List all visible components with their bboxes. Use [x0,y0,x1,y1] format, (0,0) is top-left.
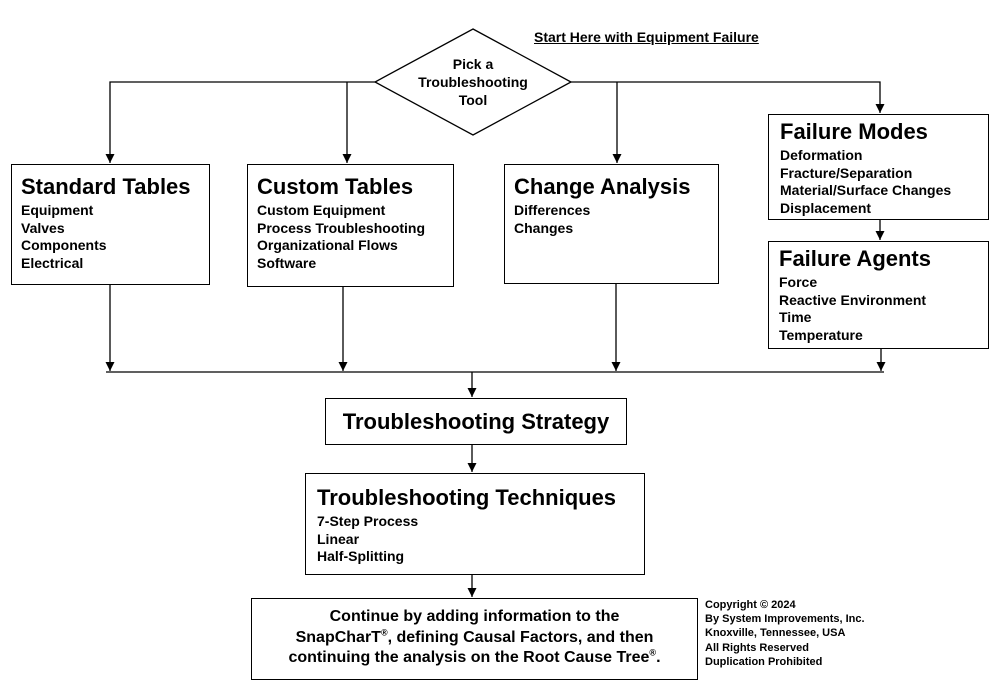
list-item: Half-Splitting [317,548,405,565]
troubleshooting-strategy-title: Troubleshooting Strategy [342,408,610,434]
list-item: Force [779,274,818,291]
troubleshooting-techniques-box: Troubleshooting Techniques 7-Step Proces… [305,473,645,575]
copyright-line: Knoxville, Tennessee, USA [705,627,846,640]
list-item: Time [779,309,812,326]
standard-tables-box: Standard Tables Equipment Valves Compone… [11,164,210,285]
list-item: Temperature [779,326,863,343]
start-label: Start Here with Equipment Failure [534,29,759,45]
connector-to-change-analysis [571,81,885,113]
continue-line-3: continuing the analysis on the Root Caus… [288,647,661,666]
list-item: Reactive Environment [779,291,927,308]
decision-label: Pick a Troubleshooting Tool [375,55,571,109]
failure-agents-box: Failure Agents Force Reactive Environmen… [768,241,989,349]
list-item: Changes [514,219,574,236]
copyright-line: All Rights Reserved [705,641,809,654]
list-item: Software [257,254,317,271]
snapchart-name: SnapCharT [295,628,381,646]
registered-mark: ® [649,647,657,658]
registered-mark: ® [380,627,388,638]
custom-tables-box: Custom Tables Custom Equipment Process T… [247,164,454,287]
failure-modes-title: Failure Modes [780,119,928,144]
custom-tables-title: Custom Tables [257,174,414,199]
list-item: Electrical [21,254,84,271]
change-analysis-box: Change Analysis Differences Changes [504,164,719,284]
failure-modes-box: Failure Modes Deformation Fracture/Separ… [768,114,989,220]
failure-agents-title: Failure Agents [779,246,931,271]
list-item: Differences [514,202,591,219]
decision-line: Troubleshooting [418,74,528,90]
connector-to-standard-tables [105,81,375,163]
troubleshooting-strategy-box: Troubleshooting Strategy [325,398,627,445]
list-item: Deformation [780,147,863,164]
copyright-line: Duplication Prohibited [705,655,823,668]
list-item: Components [21,237,107,254]
decision-line: Tool [458,92,488,108]
copyright-notice: Copyright © 2024 By System Improvements,… [705,598,865,669]
decision-line: Pick a [452,56,494,72]
copyright-line: By System Improvements, Inc. [705,613,865,626]
troubleshooting-techniques-title: Troubleshooting Techniques [317,485,617,510]
list-item: Displacement [780,199,872,216]
list-item: Equipment [21,202,94,219]
list-item: Process Troubleshooting [257,219,426,236]
list-item: Organizational Flows [257,237,398,254]
continue-line-1: Continue by adding information to the [329,608,620,625]
list-item: Fracture/Separation [780,164,913,181]
decision-diamond [373,28,573,136]
continue-box: Continue by adding information to the Sn… [251,598,698,680]
change-analysis-title: Change Analysis [514,174,691,199]
list-item: Linear [317,530,360,547]
copyright-line: Copyright © 2024 [705,599,796,611]
continue-line-2: SnapCharT®, defining Causal Factors, and… [295,627,654,646]
list-item: 7-Step Process [317,513,419,530]
list-item: Custom Equipment [257,202,386,219]
list-item: Valves [21,219,65,236]
list-item: Material/Surface Changes [780,182,952,199]
standard-tables-title: Standard Tables [21,174,191,199]
